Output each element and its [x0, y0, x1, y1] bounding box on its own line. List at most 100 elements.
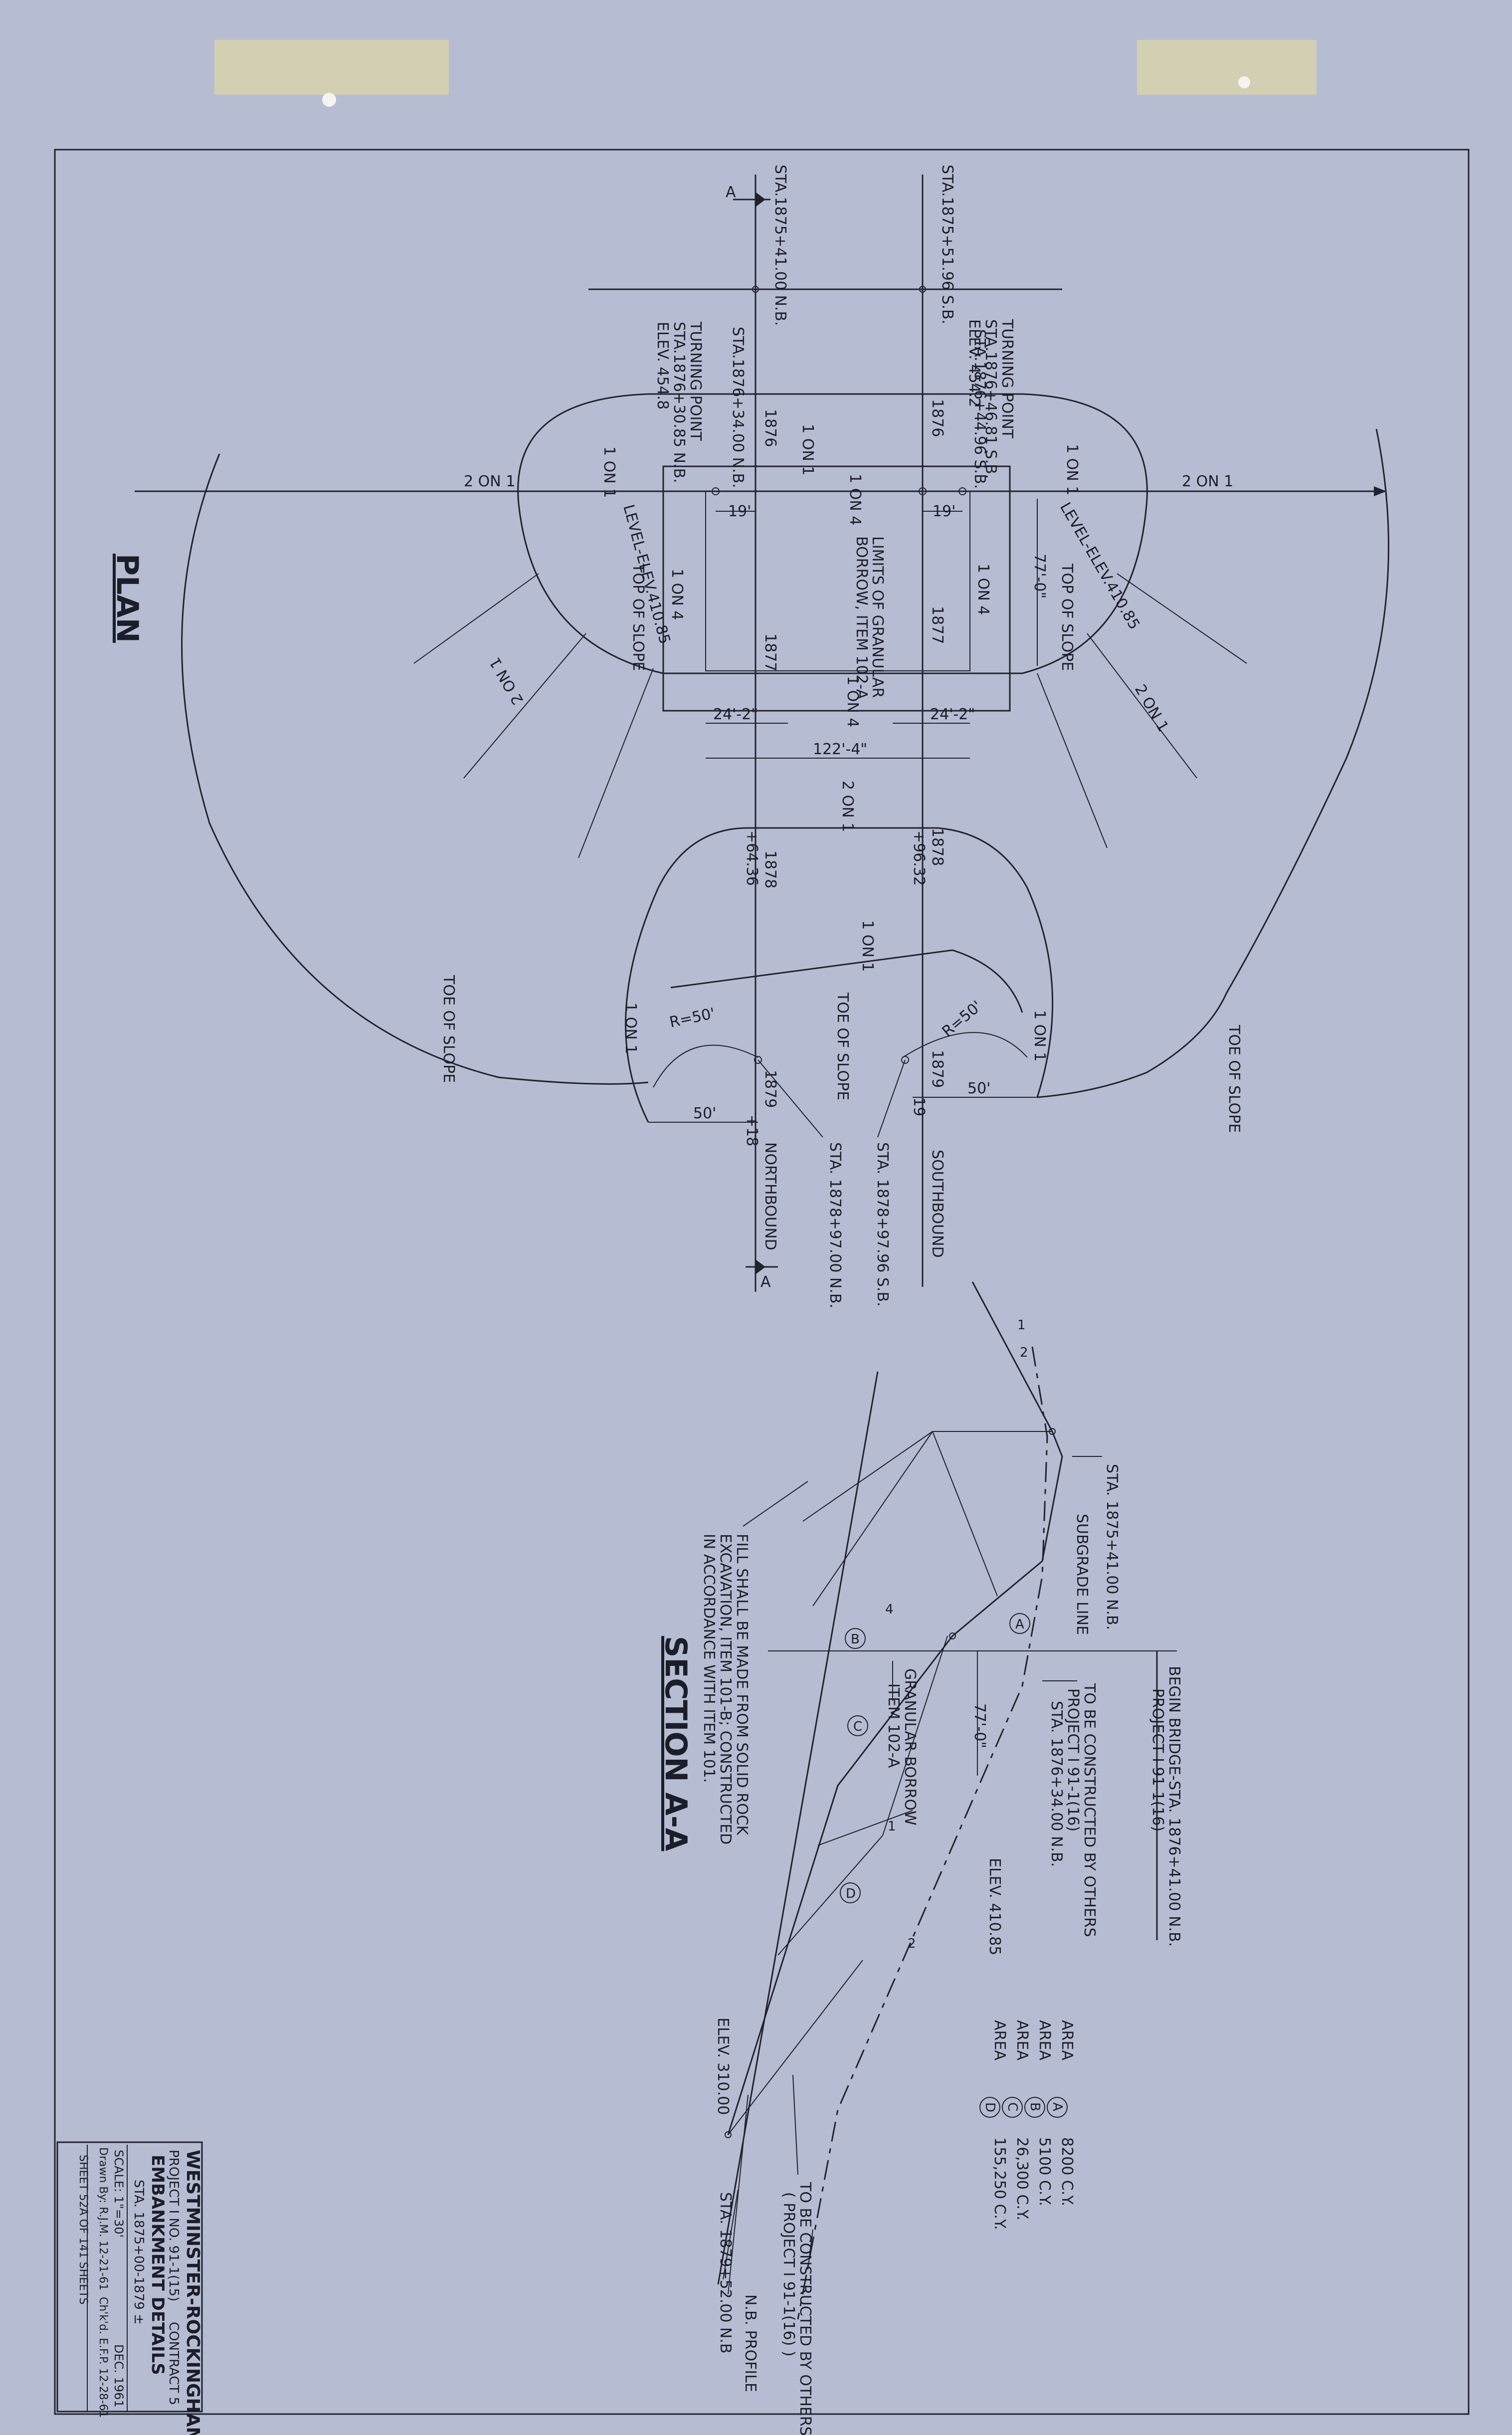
area-row-c: AREA C 26,300 C.Y.	[1002, 2020, 1031, 2221]
slope-1on4-d: 1 ON 4	[844, 676, 861, 727]
slope-ratio-1: 1	[888, 1819, 896, 1834]
slope-1on1-lower-r: 1 ON 1	[1031, 1010, 1048, 1061]
slope-1on1-c: 1 ON 1	[1063, 444, 1081, 495]
slope-arrow-line	[413, 573, 539, 664]
section-sta-bridge: STA. 1876+34.00 N.B.	[1048, 1701, 1065, 1867]
toe-of-slope-left: TOE OF SLOPE	[440, 975, 457, 1083]
lower-embankment	[625, 827, 1054, 1123]
label-sta-sb-top: STA.1875+51.96 S.B.	[939, 165, 956, 324]
area-letter-circle	[979, 2097, 1000, 2118]
area-c-marker	[847, 1715, 868, 1736]
plus-18: +18	[743, 1115, 760, 1146]
dim-77: 77'-0"	[1031, 554, 1048, 599]
fill-note-2: EXCAVATION, ITEM 101-B; CONSTRUCTED	[717, 1534, 734, 1844]
by-others-1: TO BE CONSTRUCTED BY OTHERS	[1081, 1683, 1098, 1937]
tp-sb-title: TURNING POINT	[998, 319, 1016, 439]
tp-nb-sta: STA.1876+30.85 N.B.	[670, 322, 688, 483]
bridge-abutment-area	[705, 491, 970, 671]
leader-sta-bottom	[723, 2189, 739, 2280]
area-volume: 26,300 C.Y.	[1013, 2137, 1031, 2221]
granular-2: ITEM 102-A	[885, 1683, 902, 1768]
pin-hole-left	[322, 93, 336, 107]
sta-sb-bottom: STA. 1878+97.96 S.B.	[874, 1142, 891, 1307]
toe-of-slope-right: TOE OF SLOPE	[1225, 1024, 1243, 1133]
area-boundary	[932, 1431, 998, 1597]
area-letter: A	[1050, 2102, 1065, 2111]
slope-2on1-lower: 2 ON 1	[839, 781, 856, 832]
area-volume: 5100 C.Y.	[1036, 2137, 1053, 2206]
nb-profile: N.B. PROFILE	[742, 2294, 759, 2392]
station-1879-sb: 1879	[929, 1050, 946, 1088]
fill-note-1: FILL SHALL BE MADE FROM SOLID ROCK	[733, 1534, 751, 1836]
slope-1on1-lower-l: 1 ON 1	[622, 1003, 639, 1054]
area-letter: B	[1027, 2102, 1042, 2111]
slope-arrow-line	[1087, 633, 1197, 779]
by-others-b2: ( PROJECT I 91-1(16) )	[780, 2192, 797, 2357]
sheet-title: EMBANKMENT DETAILS	[148, 2155, 168, 2375]
curve-point	[901, 1056, 909, 1064]
area-row-d: AREA D 155,250 C.Y.	[979, 2020, 1008, 2230]
slope-arrow-line	[1117, 573, 1247, 664]
area-b-marker	[845, 1628, 866, 1649]
title-block: WESTMINSTER-ROCKINGHAM PROJECT I NO. 91-…	[56, 2141, 203, 2435]
plan-view: PLAN STA.1875+41.00 N.B. STA.1875+51.96 …	[110, 165, 1389, 1308]
area-d-letter: D	[846, 1886, 856, 1901]
ground-extension	[728, 2094, 749, 2295]
section-dim-77: 77'-0"	[971, 1703, 988, 1748]
tp-sb-elev: ELEV. 454.2	[965, 319, 983, 407]
section-arrow-bottom	[756, 1259, 765, 1274]
section-title: SECTION A-A	[658, 1636, 693, 1851]
top-of-slope-left: TOP OF SLOPE	[629, 563, 647, 671]
masking-tape-left	[214, 40, 449, 95]
area-label: AREA	[1013, 2020, 1031, 2060]
dim-50-right: 50'	[967, 1080, 990, 1097]
sheet-border	[54, 149, 1470, 2415]
drawn-by: Drawn By: R.J.M. 12-21-61	[97, 2147, 109, 2290]
area-d-marker	[840, 1882, 861, 1903]
slope-arrow	[1374, 486, 1386, 496]
toe-of-slope-right	[1037, 428, 1389, 1098]
subgrade-line	[797, 1346, 1048, 2320]
area-boundary	[802, 1431, 933, 1522]
slope-ratio-1a: 1	[1017, 1318, 1026, 1333]
date: DEC. 1961	[112, 2344, 126, 2408]
project-name: WESTMINSTER-ROCKINGHAM	[183, 2150, 203, 2435]
radius-arc	[653, 1044, 758, 1088]
area-boundary	[728, 1960, 863, 2135]
toe-of-slope-center: TOE OF SLOPE	[834, 992, 851, 1100]
area-label: AREA	[991, 2020, 1008, 2060]
area-row-a: AREA A 8200 C.Y.	[1047, 2020, 1076, 2206]
leader-fill	[743, 1481, 808, 1527]
section-arrow-top	[756, 192, 765, 207]
dim-122: 122'-4"	[813, 741, 867, 758]
area-table: AREA A 8200 C.Y. AREA B 5100 C.Y. AREA C…	[979, 2020, 1076, 2230]
limits-label-1: LIMITS OF GRANULAR	[869, 536, 886, 698]
leader-others	[792, 2074, 798, 2175]
embankment-oval	[517, 393, 1148, 674]
subgrade-label: SUBGRADE LINE	[1073, 1514, 1091, 1635]
plus-64-36: +64.36	[743, 830, 760, 886]
northbound-label: NORTHBOUND	[761, 1142, 779, 1250]
station-1878-nb: 1878	[761, 850, 779, 888]
station-1877-nb: 1877	[761, 633, 779, 671]
sheet-number: SHEET 52A OF 141 SHEETS	[77, 2155, 89, 2304]
station-1876-nb: 1876	[761, 409, 779, 447]
masking-tape-right	[1137, 40, 1317, 95]
section-sta-bottom: STA. 1879+52.00 N.B	[717, 2192, 734, 2354]
begin-bridge-1: BEGIN BRIDGE-STA. 1876+41.00 N.B.	[1165, 1666, 1183, 1947]
station-1877-sb: 1877	[929, 606, 946, 644]
slope-2on1-diag-l: 2 ON 1	[486, 654, 527, 708]
pin-hole-right	[1238, 76, 1250, 88]
area-a-marker	[1009, 1613, 1030, 1634]
area-c-letter: C	[853, 1719, 862, 1734]
fill-note-3: IN ACCORDANCE WITH ITEM 101.	[700, 1534, 718, 1783]
label-sta-sb-bridge: STA.1876+44.96 S.B.	[971, 329, 988, 489]
slope-ratio-2a: 2	[1020, 1345, 1028, 1360]
label-sta-nb-top: STA.1875+41.00 N.B.	[771, 165, 789, 326]
slope-1on4-a: 1 ON 4	[846, 474, 864, 525]
radius-left: R=50'	[668, 1005, 717, 1031]
section-mark-top: A	[726, 184, 736, 201]
slope-arrow-line	[578, 668, 654, 858]
